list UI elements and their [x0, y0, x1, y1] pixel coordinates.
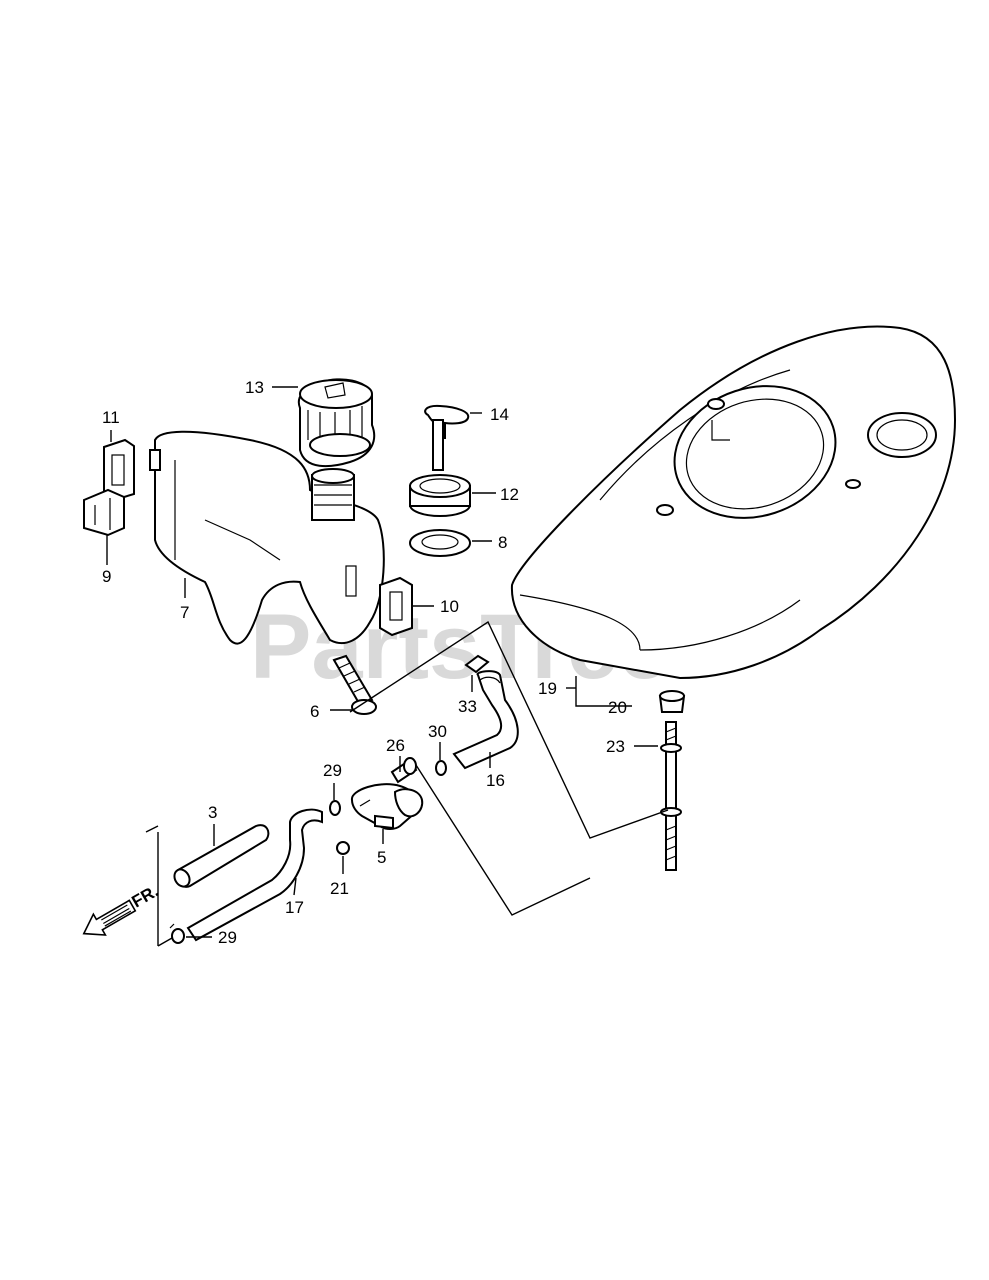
arrow-icon [82, 899, 137, 936]
fuel-tube-16[interactable] [452, 670, 519, 770]
tube-3[interactable] [171, 824, 270, 889]
label-7[interactable]: 7 [180, 603, 189, 622]
clip-30[interactable] [435, 760, 447, 776]
clip-29-lower[interactable] [169, 923, 185, 944]
leader-lines [106, 386, 669, 947]
label-8[interactable]: 8 [498, 533, 507, 552]
label-9[interactable]: 9 [102, 567, 111, 586]
fuel-cap[interactable] [297, 378, 376, 468]
stud-23[interactable] [660, 721, 682, 871]
screw-26[interactable] [390, 757, 418, 784]
nut-21[interactable] [336, 841, 350, 855]
label-30[interactable]: 30 [428, 722, 447, 741]
part-labels: 13 14 12 8 10 11 9 7 6 33 30 26 16 29 5 … [102, 378, 627, 947]
label-29-upper[interactable]: 29 [323, 761, 342, 780]
clip-29-upper[interactable] [329, 800, 341, 816]
label-11[interactable]: 11 [102, 408, 120, 427]
label-10[interactable]: 10 [440, 597, 459, 616]
grommet-20[interactable] [658, 690, 686, 713]
label-21[interactable]: 21 [330, 879, 349, 898]
front-direction-arrow: FR. [82, 881, 162, 936]
label-26[interactable]: 26 [386, 736, 405, 755]
packing-ring[interactable] [409, 529, 471, 557]
label-29-lower[interactable]: 29 [218, 928, 237, 947]
label-6[interactable]: 6 [310, 702, 319, 721]
label-16[interactable]: 16 [486, 771, 505, 790]
label-14[interactable]: 14 [490, 405, 509, 424]
fan-cover[interactable] [510, 325, 957, 680]
filler-nut[interactable] [409, 474, 471, 517]
clip-9[interactable] [83, 488, 125, 537]
label-23[interactable]: 23 [606, 737, 625, 756]
label-5[interactable]: 5 [377, 848, 386, 867]
label-3[interactable]: 3 [208, 803, 217, 822]
label-17[interactable]: 17 [285, 898, 304, 917]
fuel-tube-17[interactable] [186, 808, 323, 942]
fuel-strainer[interactable] [424, 404, 470, 471]
label-13[interactable]: 13 [245, 378, 264, 397]
label-19[interactable]: 19 [538, 679, 557, 698]
fuel-valve[interactable] [351, 783, 424, 830]
label-33[interactable]: 33 [458, 697, 477, 716]
label-12[interactable]: 12 [500, 485, 519, 504]
label-20[interactable]: 20 [608, 698, 627, 717]
bolt-6[interactable] [332, 654, 377, 715]
cushion-10[interactable] [379, 576, 413, 637]
clip-33[interactable] [464, 654, 490, 674]
fuel-tank[interactable] [149, 430, 385, 645]
